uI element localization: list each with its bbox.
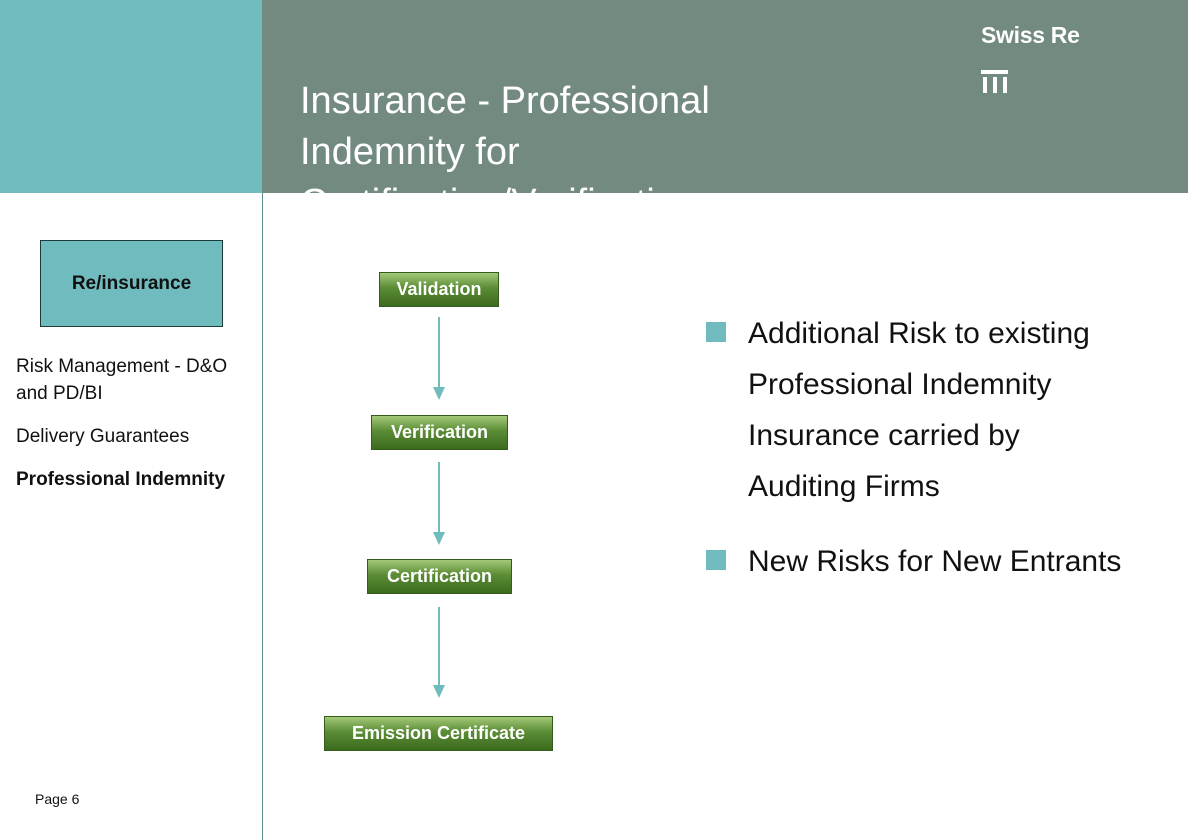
bullet-item: Additional Risk to existing Professional…: [706, 308, 1126, 512]
sidebar-item-delivery-guarantees[interactable]: Delivery Guarantees: [16, 426, 190, 447]
sidebar-item-risk-management[interactable]: Risk Management - D&O and PD/BI: [16, 356, 228, 404]
flow-step-emission-certificate: Emission Certificate: [324, 716, 553, 751]
bullet-text: Additional Risk to existing Professional…: [748, 317, 1090, 503]
sidebar-nav: Risk Management - D&O and PD/BI Delivery…: [16, 353, 256, 509]
bullet-text: New Risks for New Entrants: [748, 545, 1122, 578]
section-box-reinsurance[interactable]: Re/insurance: [40, 240, 223, 327]
square-bullet-icon: [706, 550, 726, 570]
flow-arrow-3: [433, 607, 445, 698]
flow-step-verification: Verification: [371, 415, 508, 450]
swiss-re-logo-mark-icon: [981, 70, 1008, 93]
square-bullet-icon: [706, 322, 726, 342]
header-teal-panel: [0, 0, 262, 193]
title-line-2: Indemnity for: [300, 131, 520, 173]
bullet-item: New Risks for New Entrants: [706, 536, 1126, 587]
sidebar-divider: [262, 193, 263, 840]
title-line-3: Certification/Verification: [300, 178, 840, 193]
swiss-re-logo: Swiss Re: [981, 22, 1080, 93]
sidebar-item-professional-indemnity[interactable]: Professional Indemnity: [16, 469, 226, 490]
bullet-list: Additional Risk to existing Professional…: [706, 308, 1126, 611]
flow-step-certification: Certification: [367, 559, 512, 594]
flow-arrow-2: [433, 462, 445, 545]
header-banner: Insurance - Professional Indemnity for C…: [262, 0, 1188, 193]
title-line-1: Insurance - Professional: [300, 80, 710, 122]
page-number: Page 6: [35, 791, 80, 807]
flow-arrow-1: [433, 317, 445, 400]
flow-step-validation: Validation: [379, 272, 499, 307]
logo-text: Swiss Re: [981, 22, 1080, 48]
slide-title: Insurance - Professional Indemnity for C…: [300, 76, 840, 193]
